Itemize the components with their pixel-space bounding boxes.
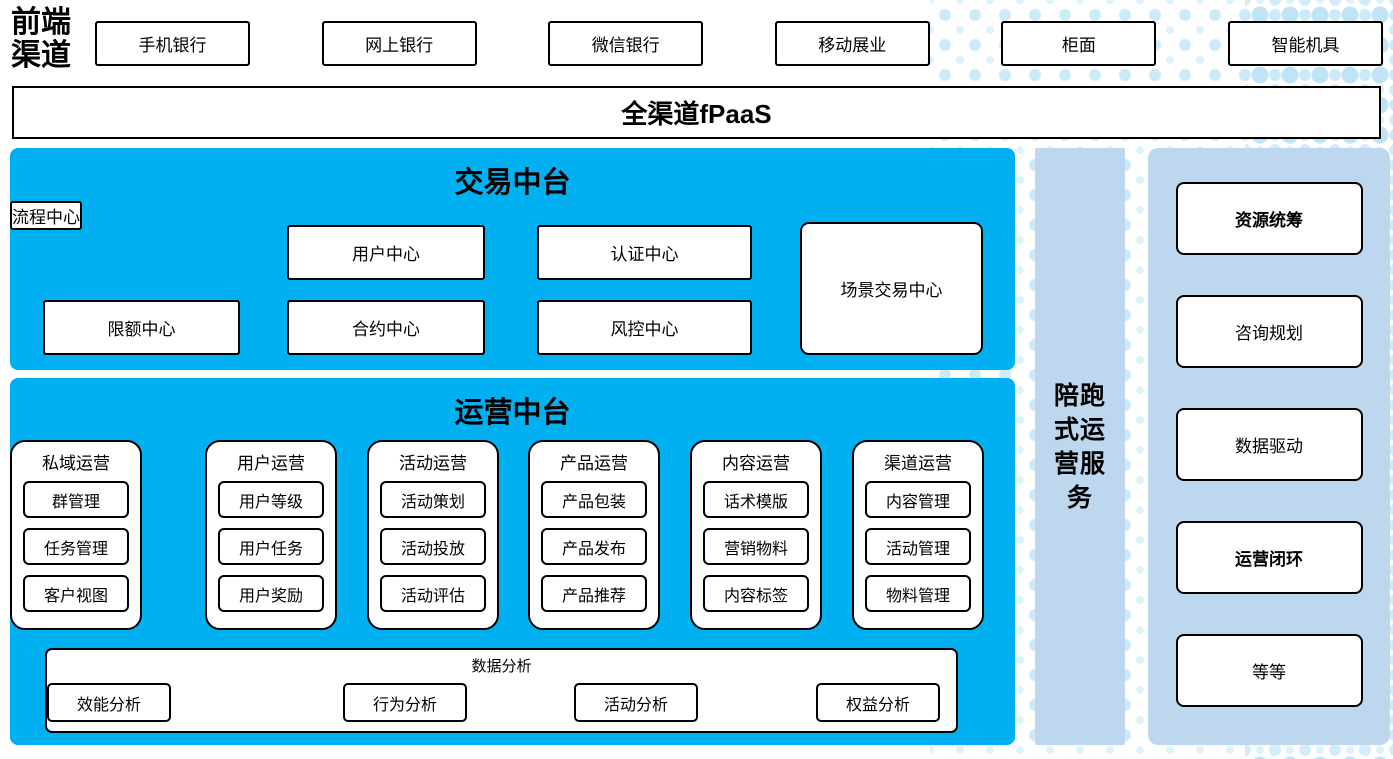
op-item: 任务管理 <box>23 528 129 565</box>
op-item: 用户奖励 <box>218 575 324 612</box>
op-item: 客户视图 <box>23 575 129 612</box>
column-title: 私域运营 <box>42 454 110 473</box>
op-item: 产品发布 <box>541 528 647 565</box>
op-item: 活动评估 <box>380 575 486 612</box>
channel-box-online-banking: 网上银行 <box>321 21 477 66</box>
op-item: 活动管理 <box>865 528 971 565</box>
op-item: 产品推荐 <box>541 575 647 612</box>
op-item: 营销物料 <box>703 528 809 565</box>
op-item: 产品包装 <box>541 481 647 518</box>
fpaas-bar: 全渠道fPaaS <box>12 86 1381 139</box>
channel-box-smart-devices: 智能机具 <box>1227 21 1383 66</box>
operations-platform-section: 运营中台 用户运营 用户等级 用户任务 用户奖励 活动运营 活动策划 活动投放 … <box>10 378 1015 745</box>
column-title: 内容运营 <box>722 454 790 473</box>
op-item: 内容管理 <box>865 481 971 518</box>
center-box-authentication: 认证中心 <box>537 225 752 280</box>
analysis-box-rights: 权益分析 <box>816 683 940 722</box>
services-panel: 资源统筹 咨询规划 数据驱动 运营闭环 等等 <box>1148 148 1390 745</box>
center-box-scenario-transaction: 场景交易中心 <box>800 222 983 355</box>
center-box-contract: 合约中心 <box>287 300 485 355</box>
companion-service-label: 陪跑式运营服务 <box>1053 381 1106 512</box>
service-box-resource-coordination: 资源统筹 <box>1175 182 1363 255</box>
op-item: 内容标签 <box>703 575 809 612</box>
column-title: 用户运营 <box>237 454 305 473</box>
op-item: 物料管理 <box>865 575 971 612</box>
center-box-risk-control: 风控中心 <box>537 300 752 355</box>
operations-column-private-domain: 私域运营 群管理 任务管理 客户视图 <box>10 440 142 630</box>
service-box-operations-loop: 运营闭环 <box>1175 521 1363 594</box>
channel-box-counter: 柜面 <box>1001 21 1157 66</box>
op-item: 活动策划 <box>380 481 486 518</box>
operations-column-user: 用户运营 用户等级 用户任务 用户奖励 <box>205 440 337 630</box>
channel-box-wechat-banking: 微信银行 <box>548 21 704 66</box>
center-box-process: 流程中心 <box>10 201 82 230</box>
service-box-consulting-planning: 咨询规划 <box>1175 295 1363 368</box>
channel-box-mobile-banking: 手机银行 <box>95 21 250 66</box>
column-title: 产品运营 <box>560 454 628 473</box>
column-title: 活动运营 <box>399 454 467 473</box>
op-item: 群管理 <box>23 481 129 518</box>
companion-service-bar: 陪跑式运营服务 <box>1035 148 1125 745</box>
service-box-etc: 等等 <box>1175 634 1363 707</box>
analysis-box-efficiency: 效能分析 <box>47 683 171 722</box>
operations-column-activity: 活动运营 活动策划 活动投放 活动评估 <box>367 440 499 630</box>
transaction-platform-section: 交易中台 用户中心 认证中心 限额中心 合约中心 风控中心 流程中心 场景交易中… <box>10 148 1015 370</box>
analysis-box-activity: 活动分析 <box>574 683 698 722</box>
op-item: 活动投放 <box>380 528 486 565</box>
op-item: 用户等级 <box>218 481 324 518</box>
frontend-channels-label: 前端渠道 <box>11 6 71 72</box>
service-box-data-driven: 数据驱动 <box>1175 408 1363 481</box>
analysis-box-behavior: 行为分析 <box>343 683 467 722</box>
op-item: 用户任务 <box>218 528 324 565</box>
channel-row: 手机银行 网上银行 微信银行 移动展业 柜面 智能机具 <box>95 21 1383 66</box>
column-title: 渠道运营 <box>884 454 952 473</box>
operations-platform-title: 运营中台 <box>454 397 571 429</box>
channel-box-mobile-business: 移动展业 <box>774 21 930 66</box>
operations-column-channel: 渠道运营 内容管理 活动管理 物料管理 <box>852 440 984 630</box>
op-item: 话术模版 <box>703 481 809 518</box>
operations-column-content: 内容运营 话术模版 营销物料 内容标签 <box>690 440 822 630</box>
transaction-platform-title: 交易中台 <box>454 167 571 199</box>
center-box-limit: 限额中心 <box>43 300 240 355</box>
data-analysis-title: 数据分析 <box>471 658 532 675</box>
center-box-user: 用户中心 <box>287 225 485 280</box>
operations-column-product: 产品运营 产品包装 产品发布 产品推荐 <box>528 440 660 630</box>
data-analysis-strip: 数据分析 行为分析 活动分析 权益分析 效能分析 <box>45 648 958 733</box>
